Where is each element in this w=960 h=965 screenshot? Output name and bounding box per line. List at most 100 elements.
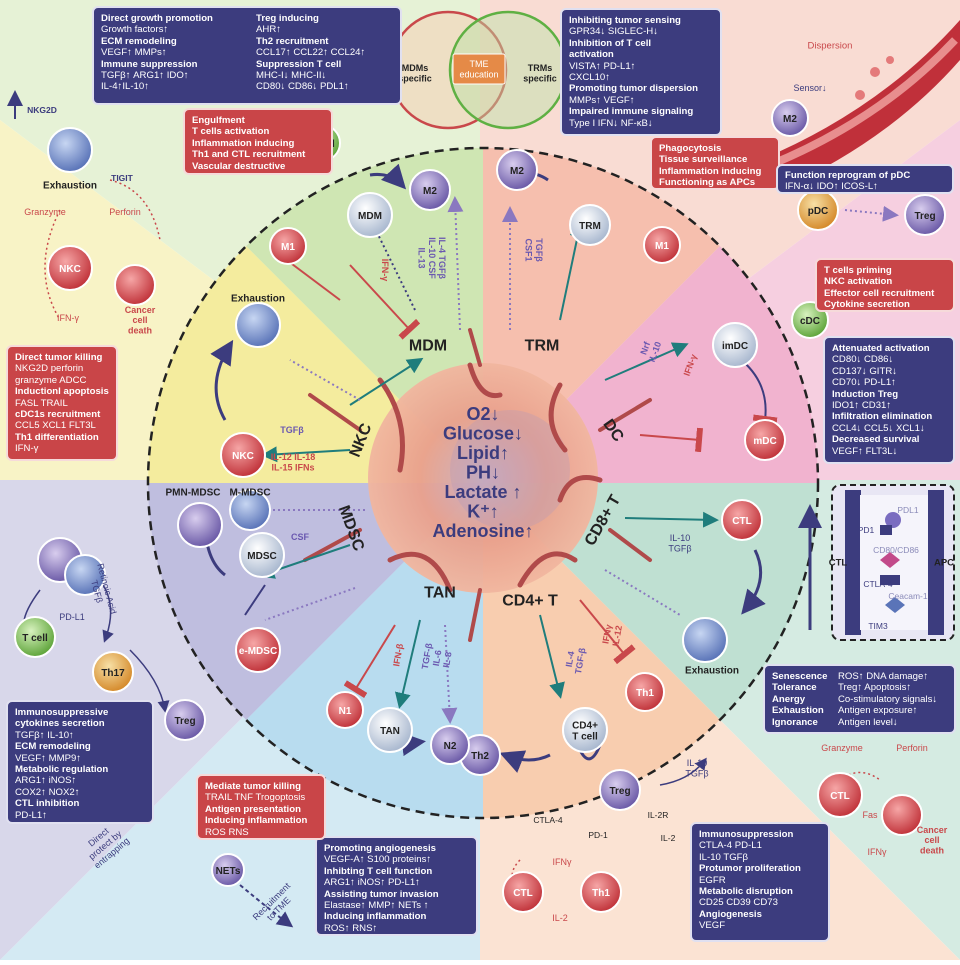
box-line: VEGF — [699, 920, 726, 932]
cell-mdsc: MDSC — [239, 532, 285, 578]
box-line: Infiltration elimination — [832, 411, 933, 423]
box-line: CCL17↑ CCL22↑ CCL24↑ — [256, 47, 366, 59]
svg-text:Dispersion: Dispersion — [808, 40, 853, 51]
cell-m2-top: M2 — [771, 99, 809, 137]
box-line: VEGF-A↑ S100 proteins↑ — [324, 854, 432, 866]
svg-text:IL-8: IL-8 — [441, 651, 454, 669]
svg-text:IL-10: IL-10 — [670, 533, 691, 543]
svg-text:cell: cell — [132, 315, 147, 325]
cell-label: cDC — [800, 316, 820, 327]
svg-text:IFN-γ: IFN-γ — [380, 259, 390, 282]
box-line: Elastase↑ MMP↑ NETs ↑ — [324, 900, 429, 912]
box-line: CCL4↓ CCL5↓ XCL1↓ — [832, 422, 925, 434]
svg-text:TAN: TAN — [424, 585, 456, 602]
ctla4-checkpoint-label: CTLA-4 — [863, 579, 893, 589]
svg-text:Sensor↓: Sensor↓ — [793, 83, 826, 93]
box-line: CD80↓ CD86↓ PDL1↑ — [256, 81, 349, 93]
svg-text:TGF-β: TGF-β — [420, 642, 435, 670]
box-line: T cells activation — [192, 126, 270, 138]
cell-treg-cd4: Treg — [599, 769, 641, 811]
box-line: ARG1↑ iNOS↑ — [15, 775, 77, 787]
tan-ifn: IFN-β — [391, 642, 405, 667]
box-line: Inductionl apoptosis — [15, 386, 109, 398]
cell-e-mdsc: e-MDSC — [235, 627, 281, 673]
box-line: TGFβ↑ ARG1↑ IDO↑ — [101, 70, 189, 82]
svg-text:MDMs: MDMs — [402, 63, 429, 73]
svg-text:TGFβ: TGFβ — [668, 543, 691, 553]
cell-ctl-right: CTL — [817, 772, 863, 818]
exhaust-cell-cd8 — [682, 617, 728, 663]
box-line: Inducing inflammation — [205, 815, 308, 827]
box-line: Inhibiting tumor sensing — [569, 15, 681, 26]
svg-text:cell: cell — [924, 835, 939, 845]
state-detail: Treg↑ Apoptosis↑ — [838, 682, 912, 694]
box-line: PD-L1↑ — [15, 809, 47, 821]
fas-label: Fas — [862, 810, 878, 820]
box-line: T cells priming — [824, 265, 892, 276]
box-line: Effector cell recruitment — [824, 287, 935, 299]
cell-label: mDC — [753, 436, 776, 447]
box-line: VEGF↑ MMP9↑ — [15, 752, 82, 764]
center-metabolite: O2↓ — [466, 404, 499, 424]
dispersion-label: Dispersion — [808, 40, 853, 51]
svg-text:NKG2D: NKG2D — [27, 105, 57, 115]
box-line: Inflammation inducing — [659, 165, 762, 177]
cell-nkc-inner: NKC — [220, 432, 266, 478]
perforin-right: Perforin — [896, 743, 928, 753]
box-line: TRAIL TNF Trogoptosis — [205, 792, 306, 804]
perforin-left: Perforin — [109, 207, 141, 217]
cell-label: Th2 — [471, 751, 489, 762]
svg-text:CD80/CD86: CD80/CD86 — [873, 545, 919, 555]
cell-label: T cell — [22, 633, 48, 644]
box-line: Immunosuppressive — [15, 707, 109, 718]
mdm-ifn: IFN-γ — [380, 259, 390, 282]
cell-th17: Th17 — [92, 651, 134, 693]
exhaustion-nkc-label: Exhaustion — [231, 294, 285, 305]
cell-label: pDC — [808, 206, 829, 217]
box-line: Promoting tumor dispersion — [569, 83, 698, 95]
box-line: Protumor proliferation — [699, 863, 801, 875]
cell-mdc: mDC — [744, 419, 786, 461]
box-line: IFN-γ — [15, 443, 39, 455]
svg-text:IFN-β: IFN-β — [391, 642, 405, 667]
svg-text:Cancer: Cancer — [917, 825, 948, 835]
box-line: Mediate tumor killing — [205, 781, 301, 792]
svg-text:TME: TME — [470, 59, 489, 69]
svg-text:IL-10: IL-10 — [687, 758, 708, 768]
box-line: FASL TRAIL — [15, 397, 68, 409]
box-line: Inhibting T cell function — [324, 865, 433, 877]
box-line: COX2↑ NOX2↑ — [15, 786, 80, 798]
box-line: Decreased survival — [832, 434, 920, 446]
dashed-ring — [146, 146, 820, 820]
state-detail: Antigen exposure↑ — [838, 705, 918, 717]
center-metabolite: Adenosine↑ — [432, 521, 533, 541]
cell-n1: N1 — [326, 691, 364, 729]
sensor-label: Sensor↓ — [793, 83, 826, 93]
svg-text:death: death — [128, 326, 152, 336]
box-line: ROS↑ RNS↑ — [324, 922, 378, 934]
cell-ctl-cd8: CTL — [721, 499, 763, 541]
box-line: Function reprogram of pDC — [785, 170, 911, 181]
cancer-cell-right — [881, 794, 923, 836]
box-line: Inhibition of T cell — [569, 37, 652, 49]
center-metabolite: Lactate ↑ — [444, 482, 521, 502]
pmn-mdsc-label: PMN-MDSC — [166, 488, 221, 499]
svg-text:IL-2: IL-2 — [661, 833, 676, 843]
svg-text:IL-13: IL-13 — [417, 247, 427, 268]
svg-text:TRMs: TRMs — [528, 63, 553, 73]
svg-text:CD4+ T: CD4+ T — [502, 593, 558, 610]
cell-treg-left: Treg — [164, 699, 206, 741]
svg-text:TIM3: TIM3 — [868, 621, 888, 631]
mdsc-pair-b — [64, 554, 106, 596]
